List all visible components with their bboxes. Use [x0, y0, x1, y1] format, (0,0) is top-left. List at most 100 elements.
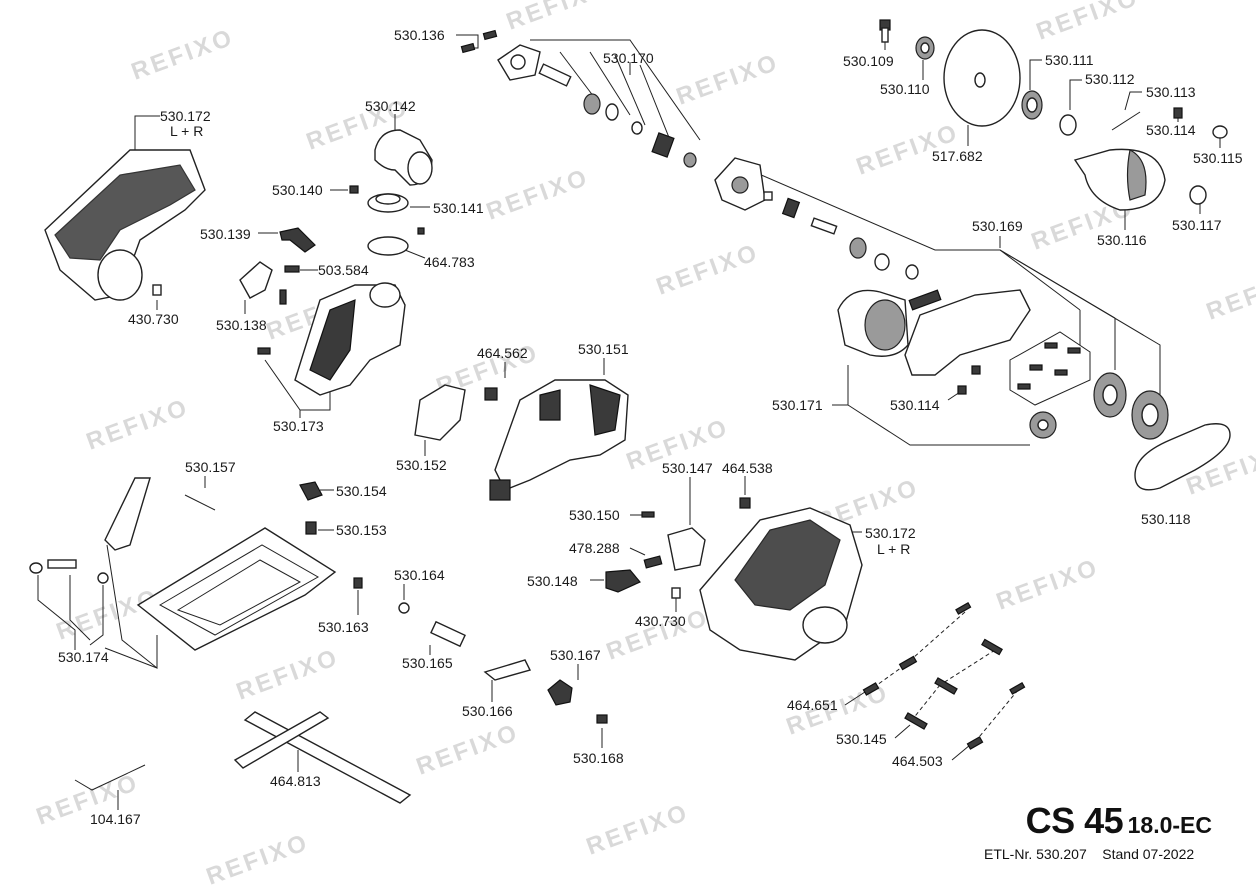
- label-530-173: 530.173: [273, 418, 324, 434]
- lever-530-166: [483, 659, 532, 681]
- bolt-530-165: [430, 620, 466, 648]
- label-430-730-left: 430.730: [128, 311, 179, 327]
- screw-small: [417, 227, 425, 235]
- label-530-116: 530.116: [1097, 232, 1147, 248]
- pulley-b: [1131, 390, 1169, 440]
- bearing-set-b: [763, 191, 919, 280]
- label-530-148: 530.148: [527, 573, 578, 589]
- label-530-114-lower: 530.114: [890, 397, 940, 413]
- label-530-172-right-lr: L + R: [877, 541, 910, 557]
- label-530-141: 530.141: [433, 200, 484, 216]
- watermark: REFIXO: [503, 0, 613, 36]
- model-variant: 18.0-EC: [1127, 812, 1212, 838]
- watermark: REFIXO: [483, 164, 593, 226]
- label-530-157: 530.157: [185, 459, 236, 475]
- label-530-152: 530.152: [396, 457, 447, 473]
- label-478-288: 478.288: [569, 540, 620, 556]
- socket-530-147: [667, 527, 706, 571]
- label-530-109: 530.109: [843, 53, 894, 69]
- label-530-140: 530.140: [272, 182, 323, 198]
- label-530-169: 530.169: [972, 218, 1023, 234]
- label-530-112: 530.112: [1085, 71, 1135, 87]
- watermark: REFIXO: [203, 829, 313, 891]
- label-530-139: 530.139: [200, 226, 251, 242]
- label-530-150: 530.150: [569, 507, 620, 523]
- label-530-111: 530.111: [1045, 52, 1094, 68]
- spring-pin: [1111, 111, 1141, 131]
- tilt-bracket: [104, 477, 151, 551]
- part-labels: 530.136 530.170 530.109 530.110 530.111 …: [58, 27, 1243, 827]
- label-530-154: 530.154: [336, 483, 387, 499]
- watermark: REFIXO: [1203, 264, 1256, 326]
- label-530-166: 530.166: [462, 703, 513, 719]
- blade-bolt: [879, 19, 891, 43]
- watermark: REFIXO: [993, 554, 1103, 616]
- gearbox-cover: [714, 157, 766, 211]
- label-530-118: 530.118: [1141, 511, 1191, 527]
- label-503-584: 503.584: [318, 262, 369, 278]
- watermark: REFIXO: [653, 239, 763, 301]
- label-530-163: 530.163: [318, 619, 369, 635]
- knob-530-154: [299, 481, 323, 501]
- clip-464-562: [484, 387, 498, 401]
- pin-430-730b: [671, 587, 681, 599]
- label-530-172-top: 530.172: [160, 108, 211, 124]
- outer-flange: [915, 36, 935, 60]
- watermark: REFIXO: [413, 719, 523, 781]
- screw-group-lower: [862, 601, 1026, 750]
- switch-530-138: [239, 261, 273, 299]
- knob-small: [29, 562, 43, 574]
- screw-530-140: [349, 185, 359, 194]
- label-464-503: 464.503: [892, 753, 943, 769]
- label-464-651: 464.651: [787, 697, 838, 713]
- label-530-165: 530.165: [402, 655, 453, 671]
- label-530-171: 530.171: [772, 397, 823, 413]
- base-plate: [136, 527, 337, 651]
- pulley-a: [1093, 372, 1127, 418]
- screw-530-173: [257, 347, 271, 355]
- parallel-guide: [233, 711, 412, 804]
- label-464-538: 464.538: [722, 460, 773, 476]
- lever-530-139: [279, 227, 316, 253]
- housing-left-top: [44, 149, 206, 301]
- label-530-151: 530.151: [578, 341, 629, 357]
- nut-small: [97, 572, 109, 584]
- label-530-117: 530.117: [1172, 217, 1222, 233]
- pin-430-730a: [152, 284, 162, 296]
- motor-housing-530-173: [294, 282, 406, 396]
- watermark: REFIXO: [83, 394, 193, 456]
- inner-flange: [1021, 90, 1043, 120]
- label-530-136: 530.136: [394, 27, 445, 43]
- label-530-174: 530.174: [58, 649, 109, 665]
- screw-530-136: [460, 29, 498, 54]
- knob-530-167: [547, 679, 573, 706]
- parts-layer: [29, 19, 1231, 804]
- blade-guard: [1073, 148, 1166, 211]
- label-530-142: 530.142: [365, 98, 416, 114]
- label-530-145: 530.145: [836, 731, 887, 747]
- screw-530-150: [641, 511, 655, 518]
- label-530-114-top: 530.114: [1146, 122, 1196, 138]
- ring-530-117: [1189, 185, 1207, 205]
- spring-small: [279, 289, 287, 305]
- etl-number: ETL-Nr. 530.207: [984, 846, 1087, 862]
- retaining-ring: [1059, 114, 1077, 136]
- label-530-110: 530.110: [880, 81, 930, 97]
- spring-478-288: [643, 555, 663, 569]
- label-430-730-center: 430.730: [635, 613, 686, 629]
- bearing-set-a: [583, 93, 697, 168]
- watermark: REFIXO: [233, 644, 343, 706]
- elbow-530-142: [374, 129, 433, 186]
- title-block: CS 45 18.0-EC: [1026, 800, 1212, 842]
- label-530-138: 530.138: [216, 317, 267, 333]
- seal-464-783: [367, 236, 409, 256]
- watermark: REFIXO: [1033, 0, 1143, 46]
- hex-key: [74, 764, 146, 791]
- drive-shaft: [538, 63, 572, 87]
- bushing-530-115: [1212, 125, 1228, 139]
- label-104-167: 104.167: [90, 811, 141, 827]
- adapter-530-141: [367, 193, 409, 213]
- bracket-530-152: [414, 384, 466, 441]
